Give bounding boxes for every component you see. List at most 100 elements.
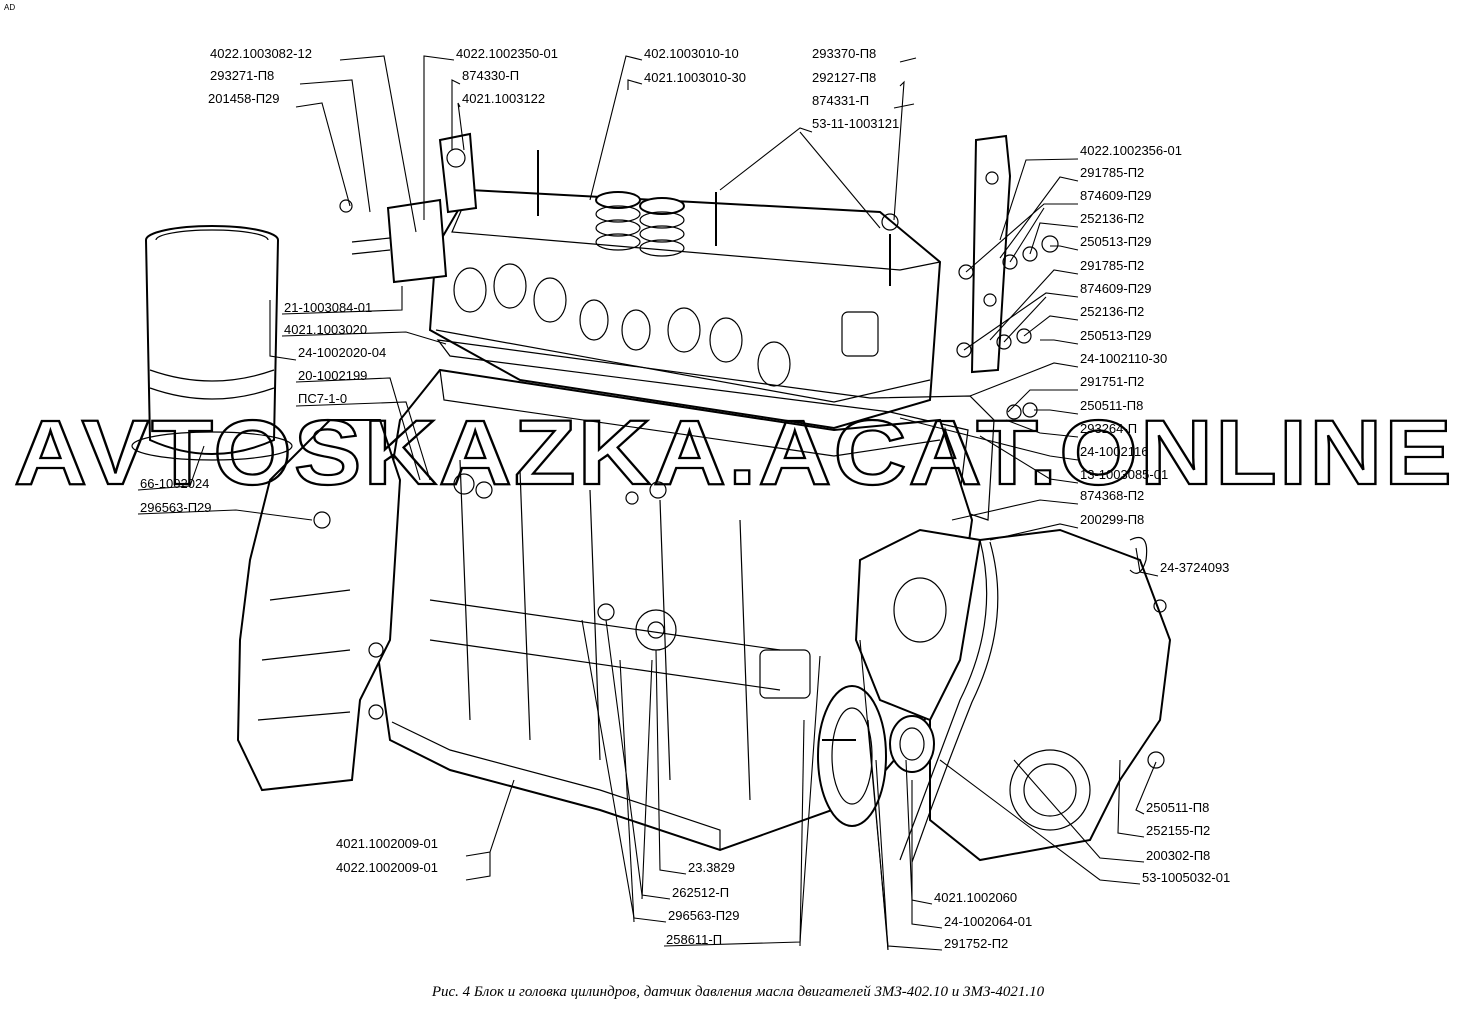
part-number-label: 24-3724093 xyxy=(1160,560,1229,575)
leader-line xyxy=(1007,389,1078,413)
part-number-label: 874609-П29 xyxy=(1080,188,1152,203)
part-number-label: 201458-П29 xyxy=(208,91,280,106)
part-number-label: 4021.1003010-30 xyxy=(644,70,746,85)
leader-line xyxy=(1135,547,1159,577)
part-number-label: 262512-П xyxy=(672,885,729,900)
part-number-label: 258611-П xyxy=(666,932,722,947)
part-number-label: 23.3829 xyxy=(688,860,735,875)
leader-line xyxy=(969,362,1079,397)
part-labels: 4022.1003082-12293271-П8201458-П294022.1… xyxy=(140,46,1230,951)
part-number-label: 4022.1002356-01 xyxy=(1080,143,1182,158)
leader-line xyxy=(719,127,813,191)
leader-line xyxy=(1003,296,1047,343)
front-seal xyxy=(889,715,935,773)
part-number-label: 291785-П2 xyxy=(1080,258,1144,273)
leader-line xyxy=(1040,339,1079,345)
part-number-label: 293271-П8 xyxy=(210,68,274,83)
part-number-label: 24-1002020-04 xyxy=(298,345,386,360)
part-number-label: 874330-П xyxy=(462,68,519,83)
leader-line xyxy=(295,377,421,481)
part-number-label: 250511-П8 xyxy=(1080,398,1143,413)
part-number-label: 402.1003010-10 xyxy=(644,46,739,61)
leader-line xyxy=(899,57,917,63)
leader-line xyxy=(939,759,1141,885)
leader-line xyxy=(465,779,515,857)
leader-line xyxy=(979,435,1079,484)
leader-line xyxy=(911,780,943,929)
leader-line xyxy=(999,176,1079,259)
leader-line xyxy=(269,300,297,361)
leader-line xyxy=(799,131,881,229)
leader-line xyxy=(465,852,491,881)
part-number-label: 250513-П29 xyxy=(1080,234,1152,249)
watermark-text: AVTOSKAZKA.ACAT.ONLINE xyxy=(14,402,1454,504)
leader-line xyxy=(963,292,1079,351)
leader-line xyxy=(799,719,805,947)
leader-line xyxy=(281,331,447,345)
rear-seal xyxy=(817,685,887,827)
part-number-label: 291752-П2 xyxy=(944,936,1008,951)
part-number-label: 20-1002199 xyxy=(298,368,367,383)
part-number-label: 250511-П8 xyxy=(1146,800,1209,815)
right-bracket xyxy=(956,134,1148,574)
part-number-label: 13-1003085-01 xyxy=(1080,467,1168,482)
part-number-label: 293370-П8 xyxy=(812,46,876,61)
leader-line xyxy=(1034,409,1079,415)
leader-line xyxy=(1005,419,1079,438)
leader-line xyxy=(641,659,653,900)
part-number-label: 200299-П8 xyxy=(1080,512,1144,527)
cylinder-head xyxy=(339,132,942,430)
leader-line xyxy=(137,509,313,521)
leader-line xyxy=(655,649,687,875)
corner-mark: AD xyxy=(4,3,15,12)
part-number-label: 874368-П2 xyxy=(1080,488,1144,503)
leader-line xyxy=(1117,759,1145,838)
part-number-label: 291751-П2 xyxy=(1080,374,1144,389)
leader-line xyxy=(619,659,635,923)
part-number-label: 292127-П8 xyxy=(812,70,876,85)
leader-line xyxy=(893,103,915,109)
part-number-label: 24-1002110-30 xyxy=(1080,351,1167,366)
part-number-label: 296563-П29 xyxy=(668,908,740,923)
leader-line xyxy=(627,79,643,90)
part-number-label: 24-1002064-01 xyxy=(944,914,1032,929)
leader-line xyxy=(423,55,455,220)
leader-line xyxy=(989,523,1079,541)
leader-line xyxy=(281,286,403,315)
front-plate xyxy=(854,528,999,863)
part-number-label: 4022.1002350-01 xyxy=(456,46,558,61)
water-pump-housing xyxy=(236,419,402,792)
part-number-label: 4022.1002009-01 xyxy=(336,860,438,875)
part-number-label: 4021.1003020 xyxy=(284,322,367,337)
leader-line xyxy=(295,102,351,207)
leader-line xyxy=(339,55,417,233)
leader-line xyxy=(1009,207,1045,263)
leader-line xyxy=(295,401,431,481)
leader-line xyxy=(1023,315,1079,337)
leader-lines xyxy=(137,55,1159,951)
leader-line xyxy=(1029,222,1079,255)
leader-line xyxy=(299,79,371,213)
part-number-label: 252136-П2 xyxy=(1080,304,1144,319)
leader-line xyxy=(589,55,643,201)
leader-line xyxy=(893,80,905,221)
part-number-label: 874609-П29 xyxy=(1080,281,1152,296)
leader-line xyxy=(899,417,1079,461)
leader-line xyxy=(999,158,1079,241)
part-number-label: 21-1003084-01 xyxy=(284,300,372,315)
part-number-label: 291785-П2 xyxy=(1080,165,1144,180)
leader-line xyxy=(1013,759,1145,863)
part-number-label: 66-1002024 xyxy=(140,476,209,491)
leader-line xyxy=(875,759,889,951)
part-number-label: 200302-П8 xyxy=(1146,848,1210,863)
leader-line xyxy=(1050,245,1079,251)
part-number-label: 296563-П29 xyxy=(140,500,212,515)
leader-line xyxy=(137,445,205,491)
leader-line xyxy=(451,79,461,150)
part-number-label: 250513-П29 xyxy=(1080,328,1152,343)
part-number-label: 4021.1003122 xyxy=(462,91,545,106)
part-number-label: 4021.1002009-01 xyxy=(336,836,438,851)
figure-caption: Рис. 4 Блок и головка цилиндров, датчик … xyxy=(431,984,1045,1000)
